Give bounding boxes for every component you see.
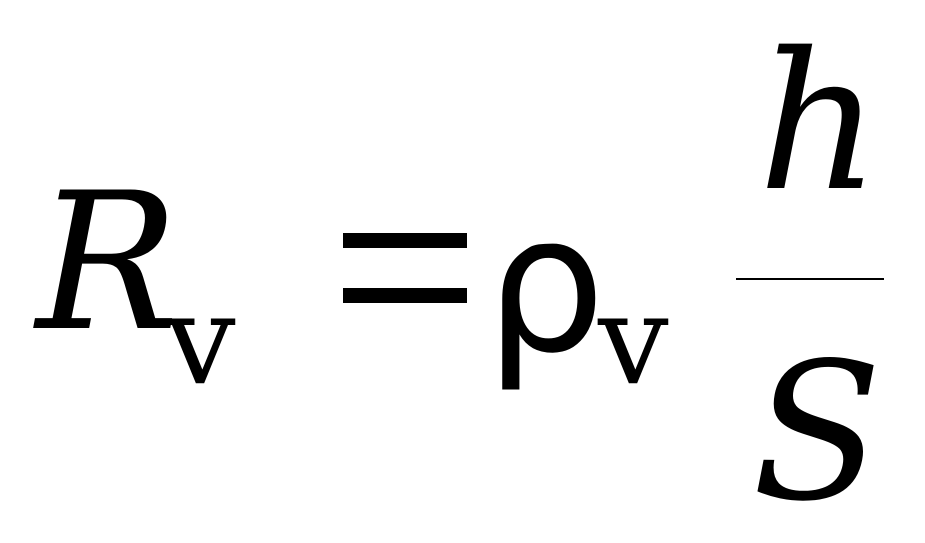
lhs-symbol: R xyxy=(36,152,180,373)
fraction-line xyxy=(736,278,884,280)
equals-sign xyxy=(343,233,467,303)
coefficient-symbol: ρ xyxy=(485,174,606,395)
equals-bar-top xyxy=(343,233,467,248)
fraction-numerator: h xyxy=(758,12,881,233)
coefficient-subscript: v xyxy=(598,268,669,413)
lhs-subscript: v xyxy=(165,268,236,413)
fraction-denominator: S xyxy=(752,322,883,543)
equals-bar-bottom xyxy=(343,288,467,303)
